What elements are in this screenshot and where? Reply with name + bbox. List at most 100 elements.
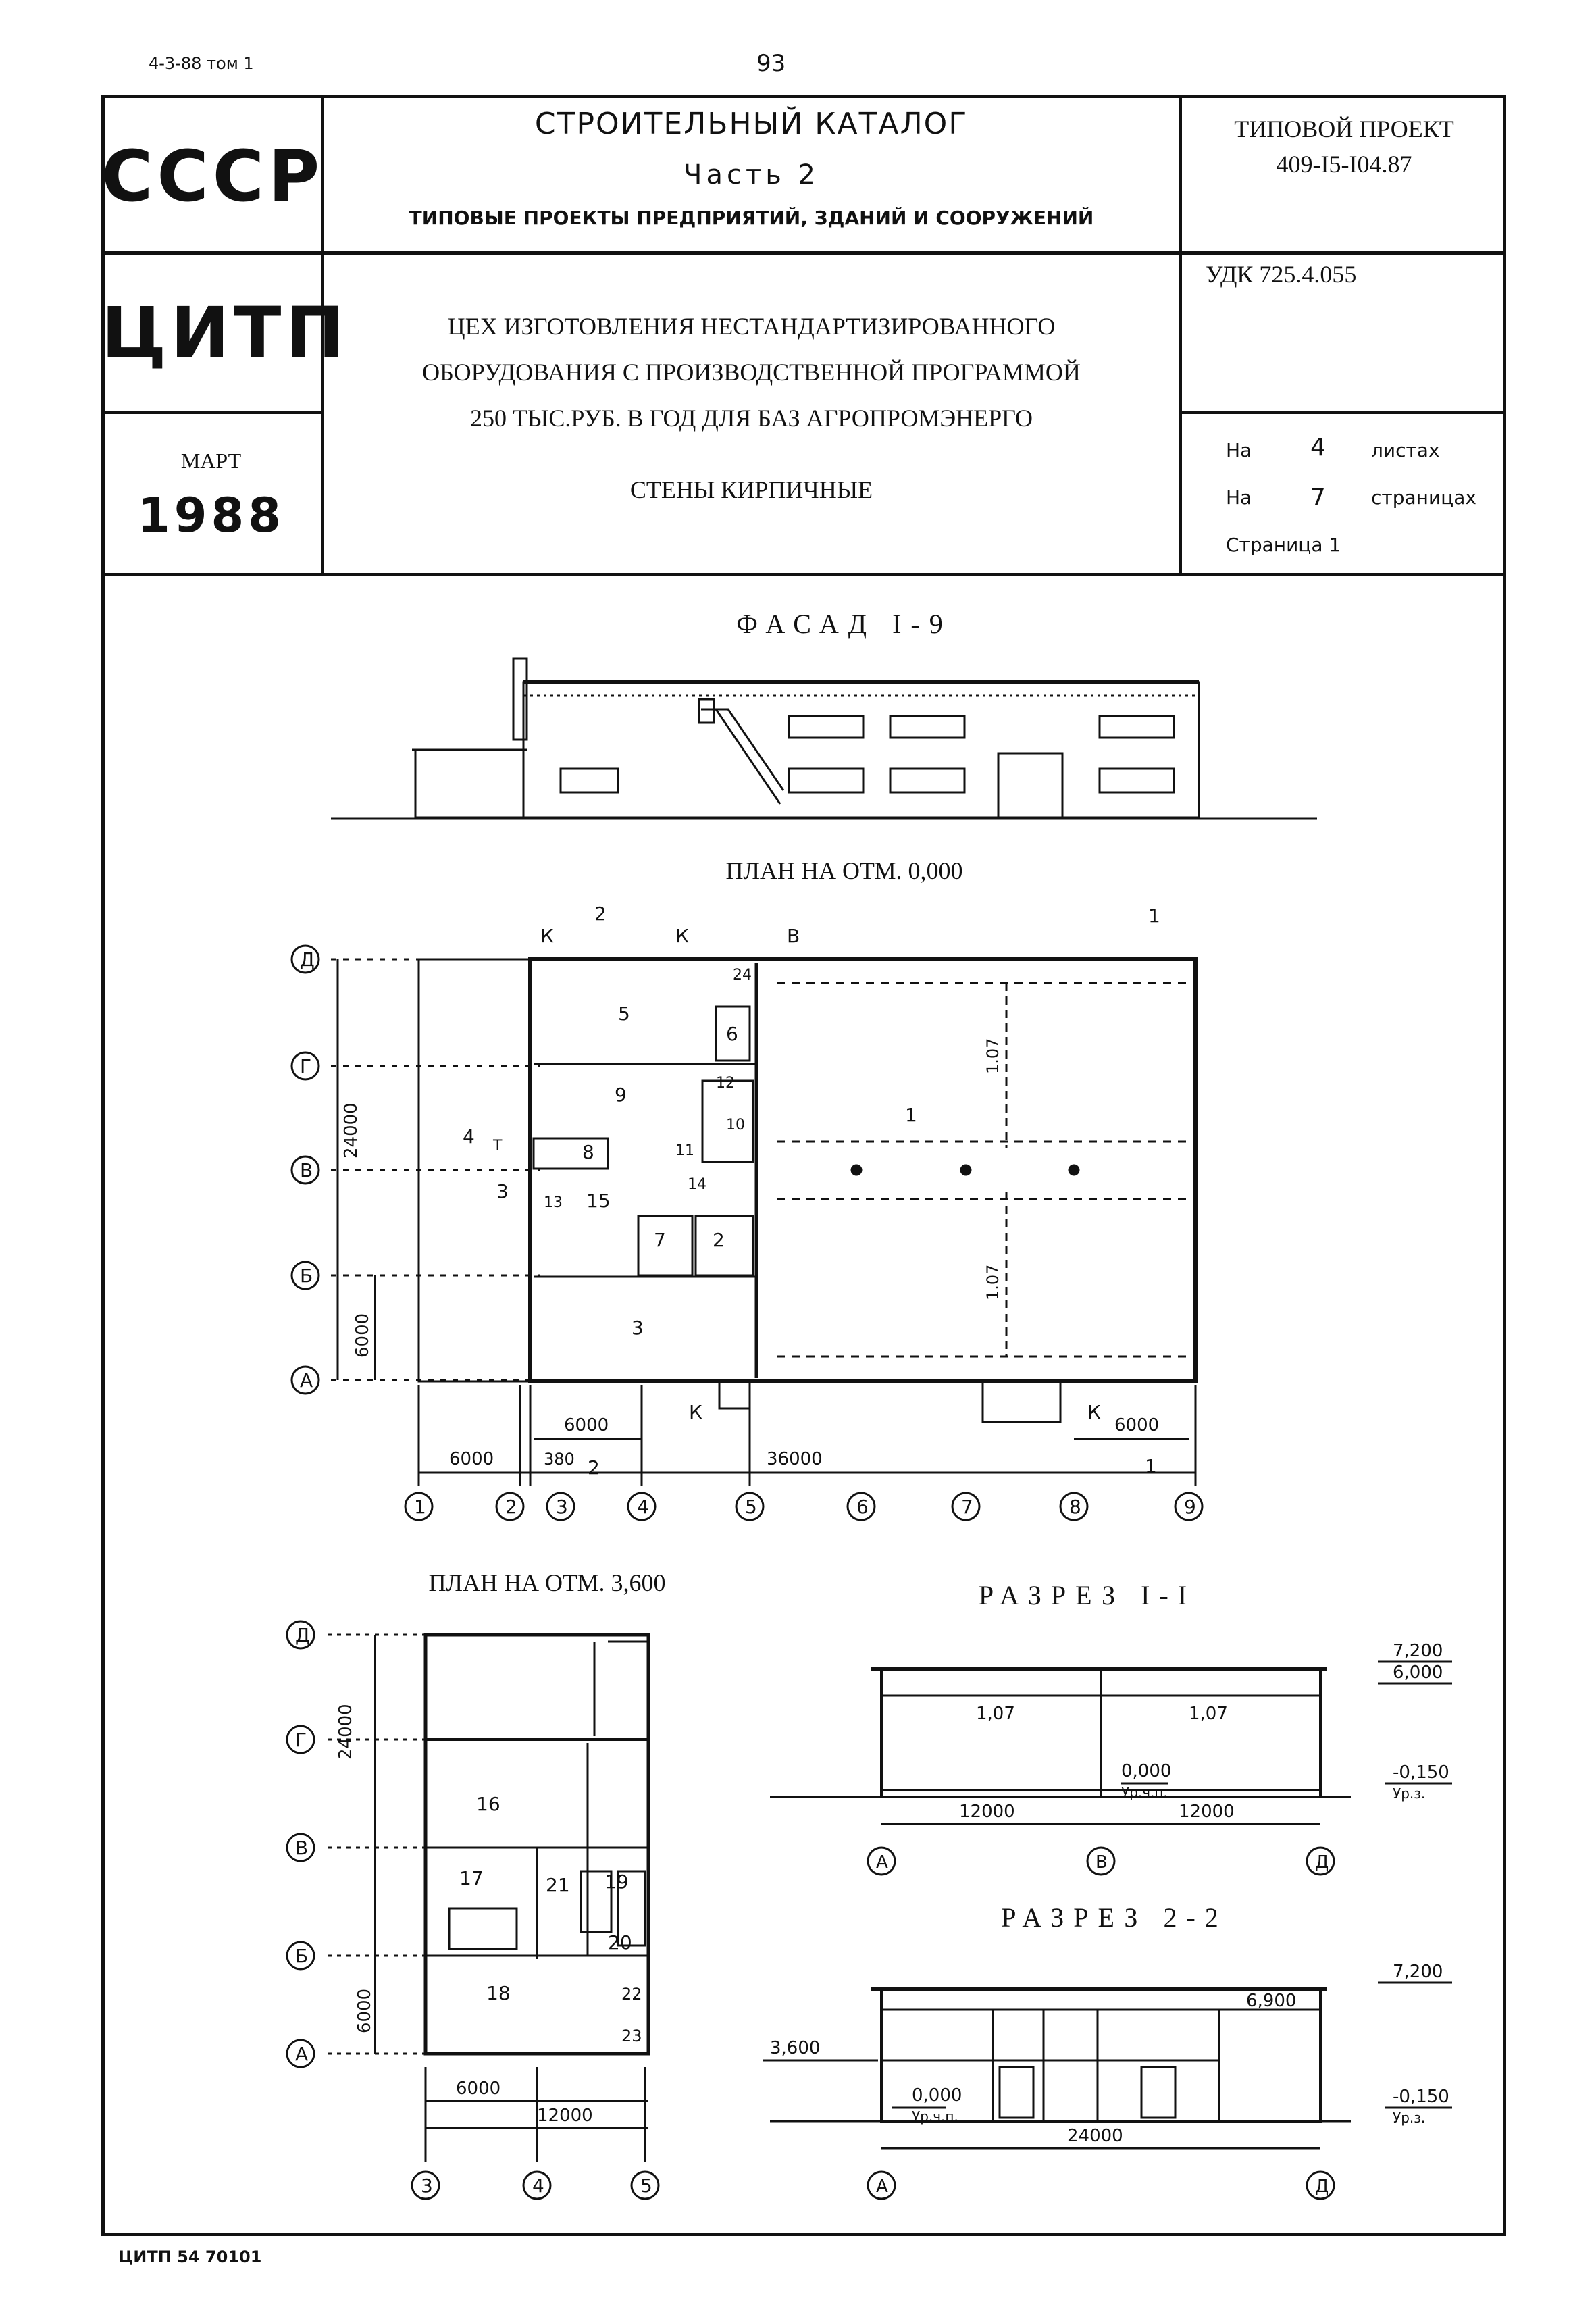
- svg-text:9: 9: [615, 1084, 627, 1106]
- svg-text:15: 15: [586, 1190, 611, 1212]
- svg-text:Г: Г: [300, 1055, 311, 1077]
- pages-prefix: На: [1226, 486, 1252, 509]
- svg-text:10: 10: [726, 1117, 745, 1134]
- plan36-labels: Д Г В Б А 3 4 5 16 17 21 19 20 18 22 23 …: [295, 1624, 652, 2197]
- svg-text:Ур.ч.п.: Ур.ч.п.: [912, 2108, 958, 2125]
- section11-title: РАЗРЕЗ I-I: [978, 1580, 1197, 1610]
- svg-text:6000: 6000: [353, 1313, 373, 1358]
- plan0-drawing: [290, 944, 1204, 1521]
- svg-text:5: 5: [640, 2175, 652, 2197]
- section22-drawing: [763, 1981, 1452, 2200]
- svg-text:12: 12: [716, 1075, 735, 1092]
- svg-text:В: В: [295, 1837, 308, 1859]
- svg-text:Б: Б: [295, 1945, 308, 1967]
- year-label: 1988: [137, 488, 285, 543]
- header-divider-left-row2: [101, 411, 324, 414]
- section22-title: РАЗРЕЗ 2-2: [1001, 1902, 1228, 1933]
- udk: УДК 725.4.055: [1206, 261, 1357, 288]
- svg-text:13: 13: [544, 1194, 563, 1211]
- svg-text:0,000: 0,000: [1121, 1761, 1171, 1781]
- svg-text:19: 19: [604, 1871, 629, 1893]
- svg-text:7: 7: [654, 1229, 666, 1251]
- svg-text:4: 4: [532, 2175, 544, 2197]
- svg-text:2: 2: [588, 1456, 600, 1479]
- svg-text:Ур.з.: Ур.з.: [1393, 1785, 1425, 1802]
- svg-text:1.07: 1.07: [983, 1038, 1002, 1074]
- svg-text:К: К: [689, 1401, 702, 1423]
- svg-text:В: В: [300, 1159, 313, 1181]
- svg-text:3,600: 3,600: [770, 2038, 820, 2058]
- svg-text:20: 20: [608, 1931, 632, 1954]
- sheets-count: 4: [1310, 434, 1326, 461]
- svg-text:Д: Д: [1315, 1852, 1329, 1873]
- doc-ref: 4-3-88 том 1: [149, 54, 254, 73]
- svg-text:К: К: [540, 925, 554, 947]
- pages-label: страницах: [1371, 486, 1476, 509]
- svg-text:22: 22: [621, 1985, 642, 2004]
- svg-text:6: 6: [726, 1023, 738, 1045]
- svg-text:24000: 24000: [341, 1102, 361, 1159]
- title-line3: 250 ТЫС.РУБ. В ГОД ДЛЯ БАЗ АГРОПРОМЭНЕРГ…: [469, 405, 1033, 432]
- svg-text:6: 6: [856, 1496, 869, 1518]
- sheets-prefix: На: [1226, 439, 1252, 461]
- header-divider-right: [1179, 95, 1182, 574]
- facade-drawing: [331, 657, 1317, 820]
- header-divider-bottom: [101, 573, 1506, 576]
- svg-text:6000: 6000: [449, 1449, 494, 1469]
- svg-text:12000: 12000: [959, 1802, 1015, 1822]
- svg-text:7: 7: [961, 1496, 973, 1518]
- project-number: 409-I5-I04.87: [1276, 151, 1412, 178]
- svg-text:Д: Д: [1315, 2177, 1329, 2197]
- svg-text:23: 23: [621, 2027, 642, 2045]
- svg-text:Ур.з.: Ур.з.: [1393, 2110, 1425, 2126]
- catalog-part: Часть 2: [684, 159, 819, 190]
- svg-text:1,07: 1,07: [976, 1704, 1015, 1724]
- title-line1: ЦЕХ ИЗГОТОВЛЕНИЯ НЕСТАНДАРТИЗИРОВАННОГО: [447, 313, 1056, 340]
- svg-text:3: 3: [421, 2175, 433, 2197]
- svg-text:11: 11: [675, 1142, 694, 1159]
- svg-text:2: 2: [505, 1496, 517, 1518]
- svg-text:6000: 6000: [456, 2079, 500, 2099]
- month-label: МАРТ: [180, 449, 242, 473]
- svg-text:4: 4: [637, 1496, 649, 1518]
- svg-text:А: А: [876, 1852, 888, 1873]
- section22-labels: 7,200 6,900 3,600 0,000 Ур.ч.п. -0,150 У…: [770, 1962, 1449, 2197]
- pages-count: 7: [1310, 484, 1326, 511]
- svg-text:21: 21: [546, 1874, 570, 1896]
- svg-text:В: В: [787, 925, 800, 947]
- svg-text:К: К: [675, 925, 689, 947]
- org-label: ЦИТП: [101, 292, 349, 374]
- svg-text:6,900: 6,900: [1246, 1991, 1296, 2011]
- svg-text:7,200: 7,200: [1393, 1641, 1443, 1661]
- title-line2: ОБОРУДОВАНИЯ С ПРОИЗВОДСТВЕННОЙ ПРОГРАММ…: [422, 359, 1081, 386]
- svg-text:36000: 36000: [767, 1449, 823, 1469]
- section11-labels: 7,200 6,000 0,000 Ур.ч.п. -0,150 Ур.з. 1…: [876, 1641, 1449, 1873]
- title-line4: СТЕНЫ КИРПИЧНЫЕ: [629, 476, 873, 503]
- section11-drawing: [770, 1660, 1452, 1876]
- svg-text:3: 3: [632, 1317, 644, 1339]
- page-number: 93: [756, 50, 786, 77]
- svg-text:8: 8: [582, 1141, 594, 1163]
- svg-text:Д: Д: [300, 948, 315, 971]
- ussr-label: СССР: [101, 135, 324, 218]
- svg-text:2: 2: [594, 903, 607, 925]
- svg-text:24000: 24000: [1067, 2126, 1123, 2146]
- sheets-label: листах: [1371, 439, 1440, 461]
- page-label: Страница 1: [1226, 534, 1341, 556]
- svg-text:6000: 6000: [355, 1989, 375, 2033]
- svg-text:1.07: 1.07: [983, 1265, 1002, 1300]
- svg-text:12000: 12000: [1179, 1802, 1235, 1822]
- svg-text:1,07: 1,07: [1189, 1704, 1228, 1724]
- svg-text:Г: Г: [295, 1729, 307, 1751]
- svg-text:5: 5: [745, 1496, 757, 1518]
- svg-text:14: 14: [688, 1176, 706, 1193]
- svg-text:-0,150: -0,150: [1393, 2087, 1449, 2107]
- svg-text:12000: 12000: [537, 2106, 593, 2126]
- svg-text:5: 5: [618, 1002, 630, 1025]
- svg-text:6000: 6000: [1114, 1415, 1159, 1435]
- svg-text:Ур.ч.п.: Ур.ч.п.: [1121, 1784, 1168, 1800]
- svg-text:1: 1: [1148, 905, 1160, 927]
- svg-text:-0,150: -0,150: [1393, 1762, 1449, 1783]
- svg-text:3: 3: [496, 1180, 509, 1202]
